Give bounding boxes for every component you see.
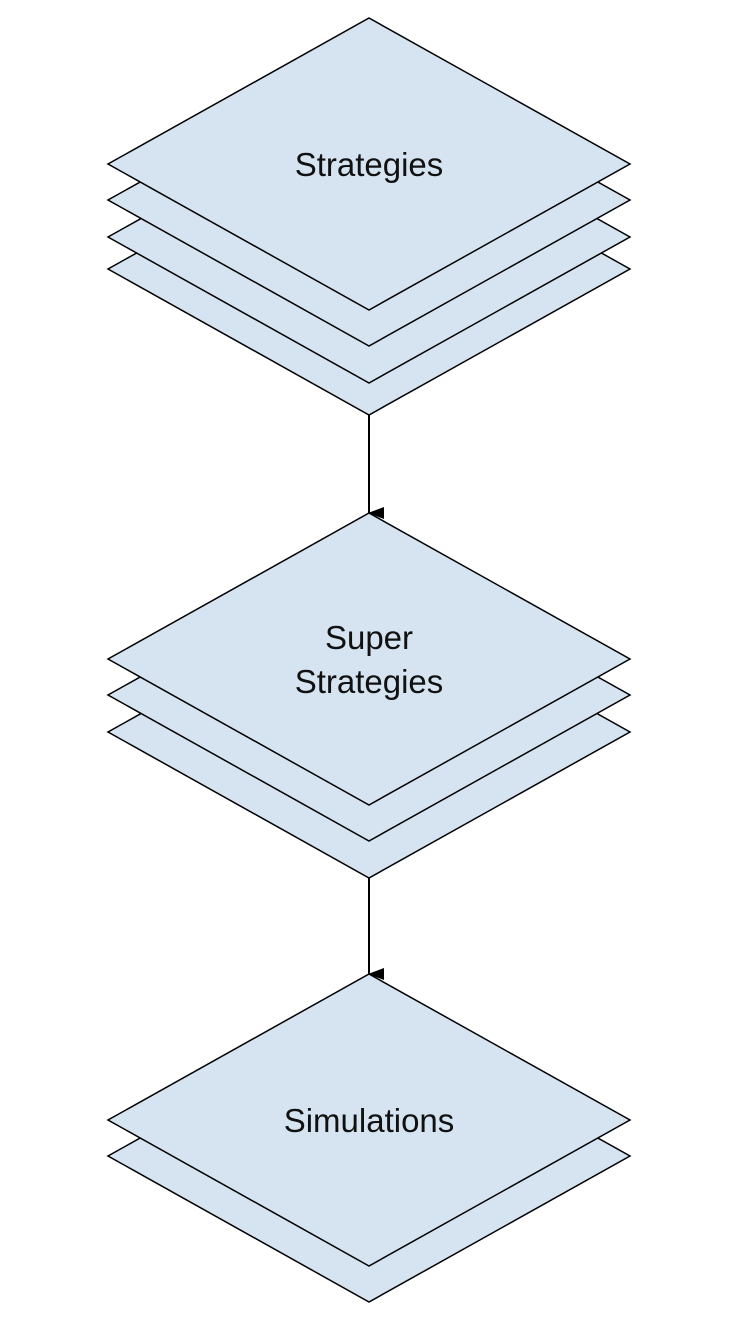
node-simulations: Simulations [106,973,632,1303]
diamond-front-layer [106,973,632,1267]
node-strategies: Strategies [106,17,632,416]
node-label: Super [325,619,413,656]
node-label: Strategies [295,663,444,700]
diamond-front-layer [106,512,632,806]
node-label: Simulations [284,1102,455,1139]
node-label: Strategies [295,146,444,183]
diamond-front-layer [106,17,632,311]
